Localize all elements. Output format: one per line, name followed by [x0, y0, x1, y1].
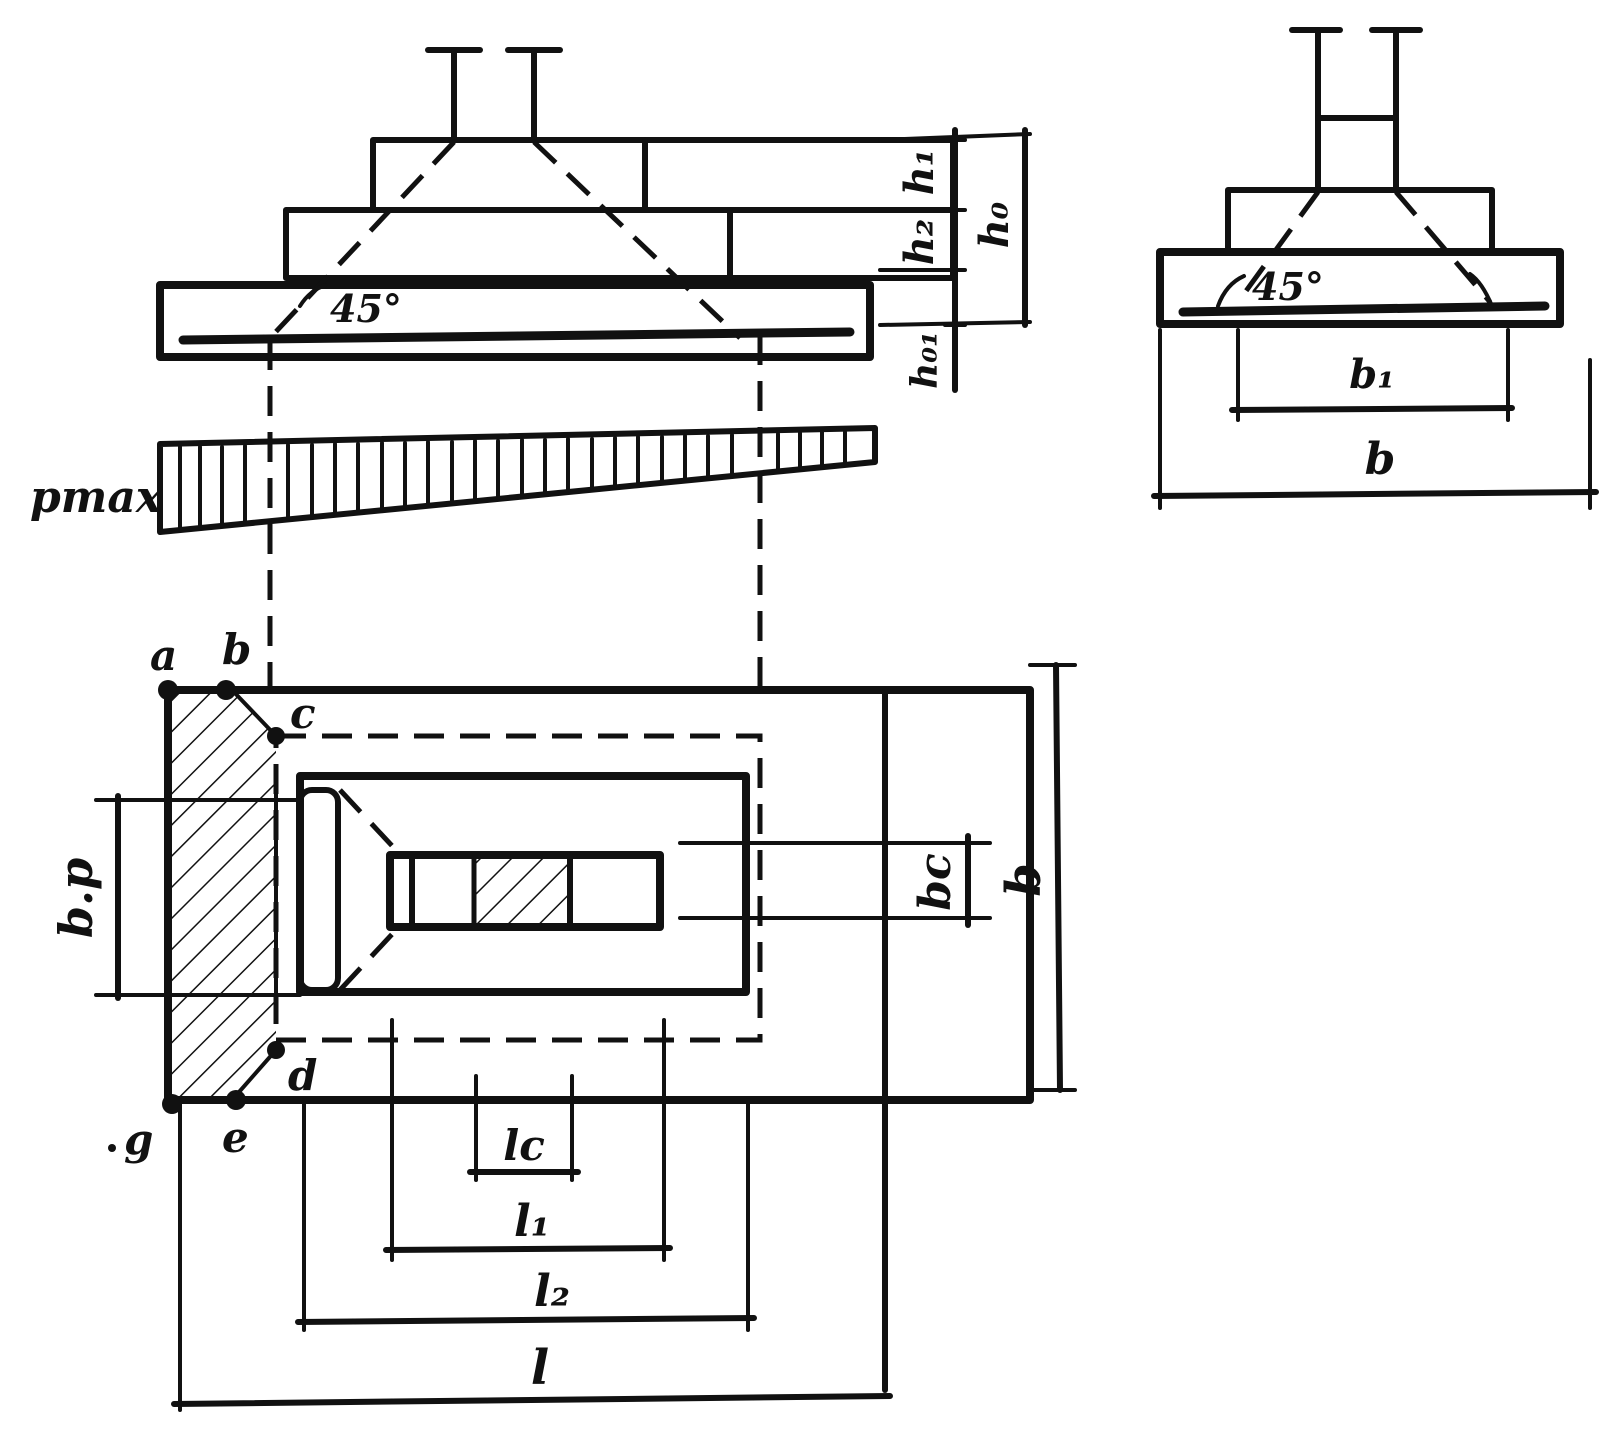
footing-step-top [370, 137, 956, 213]
footing-base-slab [156, 281, 874, 361]
point-label-g: g [124, 1115, 153, 1164]
dim-line-l1 [383, 1245, 673, 1253]
dim-label-h1: h₁ [896, 149, 943, 196]
angle-label-left: 45° [330, 286, 402, 331]
angle-label-right: 45° [1252, 264, 1324, 309]
longitudinal-section: 45° h₁ h₂ h₀ h₀₁ [156, 47, 1032, 690]
dim-label-b1: b₁ [1349, 351, 1395, 398]
height-dimensions: h₁ h₂ h₀ h₀₁ [878, 127, 1032, 393]
angle-arc-right-b [1468, 272, 1494, 308]
footing-outline-plan [164, 686, 1034, 1104]
transverse-section: 45° b₁ b [1151, 27, 1599, 510]
punching-line-right-b [1394, 190, 1492, 304]
pressure-label: pmax [30, 472, 163, 523]
point-label-d: d [288, 1051, 317, 1100]
dim-label-b-plan: b [996, 863, 1052, 897]
dim-label-bc: bc [910, 853, 961, 911]
dim-label-h01: h₀₁ [904, 331, 946, 389]
dim-label-l: l [531, 1340, 549, 1396]
diagonal-top [338, 788, 398, 852]
point-label-c: c [290, 689, 316, 738]
reinforcement-bar-right [1178, 301, 1550, 317]
width-dimensions: b₁ b [1151, 328, 1599, 510]
point-label-e: e [222, 1113, 249, 1162]
dim-label-bp: b.p [49, 858, 103, 938]
point-label-b: b [222, 625, 251, 674]
diagonal-bottom [338, 928, 398, 992]
punching-perimeter [273, 733, 763, 1043]
dim-label-b-section: b [1365, 434, 1396, 485]
soil-pressure-diagram: pmax [30, 425, 878, 535]
dim-label-l1: l₁ [514, 1196, 550, 1247]
dim-label-h2: h₂ [896, 219, 943, 266]
plan-view: bc b b.p lc l₁ l₂ l a [49, 625, 1077, 1412]
column-elevation-right [1289, 27, 1423, 193]
dim-label-h0: h₀ [971, 201, 1018, 248]
punching-line-right-a [1235, 190, 1321, 304]
dim-label-l2: l₂ [534, 1266, 570, 1317]
angle-arc-right-a [1216, 274, 1246, 308]
punching-line-right [532, 140, 742, 340]
point-a [158, 680, 178, 700]
hatched-load-area [168, 690, 276, 1100]
dim-line-l [171, 1393, 893, 1407]
column-core-hatched [471, 852, 573, 930]
point-g [162, 1094, 182, 1114]
point-d [267, 1041, 285, 1059]
footing-base-transverse [1156, 248, 1564, 328]
point-b [216, 680, 236, 700]
point-e [226, 1090, 246, 1110]
column-elevation-left [425, 47, 563, 143]
dim-label-lc: lc [503, 1121, 545, 1170]
angle-arc-left [298, 283, 328, 308]
point-label-a: a [150, 631, 177, 680]
step-edge-strip [297, 787, 341, 993]
dim-line-l2 [295, 1315, 757, 1325]
pressure-hatching [178, 430, 847, 532]
reinforcement-bar-left [178, 327, 855, 345]
point-c [267, 727, 285, 745]
footing-step-transverse [1225, 187, 1495, 255]
